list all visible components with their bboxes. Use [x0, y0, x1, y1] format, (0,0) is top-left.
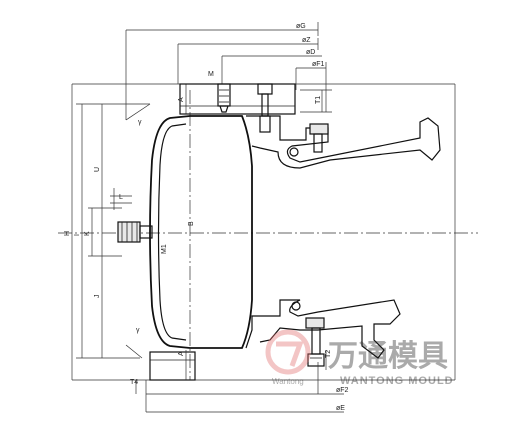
top-dimension-lines	[125, 22, 332, 120]
watermark-en: WANTONG MOULD	[340, 375, 454, 387]
watermark-small: Wantong	[272, 377, 304, 386]
mould-body	[149, 83, 296, 381]
label-of1: øF1	[312, 61, 325, 68]
label-oe: øE	[336, 405, 345, 412]
top-bolt-m	[217, 83, 231, 113]
bottom-dimension-lines	[135, 350, 344, 413]
label-od: øD	[306, 49, 315, 56]
label-k: K	[84, 231, 91, 236]
label-i: I	[74, 234, 81, 236]
label-gamma-top: γ	[138, 119, 142, 126]
label-m1: M1	[161, 244, 168, 254]
left-dimension-lines	[71, 84, 150, 380]
label-a-top: A	[178, 97, 185, 102]
top-side-mechanism	[246, 115, 441, 169]
label-og: øG	[296, 23, 306, 30]
label-t4: T4	[130, 379, 138, 386]
label-j: J	[94, 295, 101, 299]
label-l: L	[119, 194, 123, 201]
label-u: U	[94, 167, 101, 172]
bottom-side-mechanism	[245, 299, 401, 367]
label-oz: øZ	[302, 37, 311, 44]
label-a-bottom: A	[178, 351, 185, 356]
wantong-logo-icon	[265, 329, 311, 375]
label-m: M	[208, 71, 214, 78]
top-ejector-pin	[257, 83, 273, 133]
wantong-watermark: 万通模具 WANTONG MOULD Wantong	[265, 329, 454, 387]
label-gamma-bottom: γ	[136, 327, 140, 334]
label-t1: T1	[315, 96, 322, 104]
nozzle-assembly	[117, 221, 153, 243]
dimension-labels: øG øZ øD øF1 M A T1 H I U J K L γ γ M1 B…	[64, 23, 349, 412]
label-of2: øF2	[336, 387, 349, 394]
label-h: H	[64, 231, 71, 236]
label-t2: T2	[325, 350, 332, 358]
label-b: B	[188, 221, 195, 226]
watermark-cn: 万通模具	[328, 340, 448, 373]
